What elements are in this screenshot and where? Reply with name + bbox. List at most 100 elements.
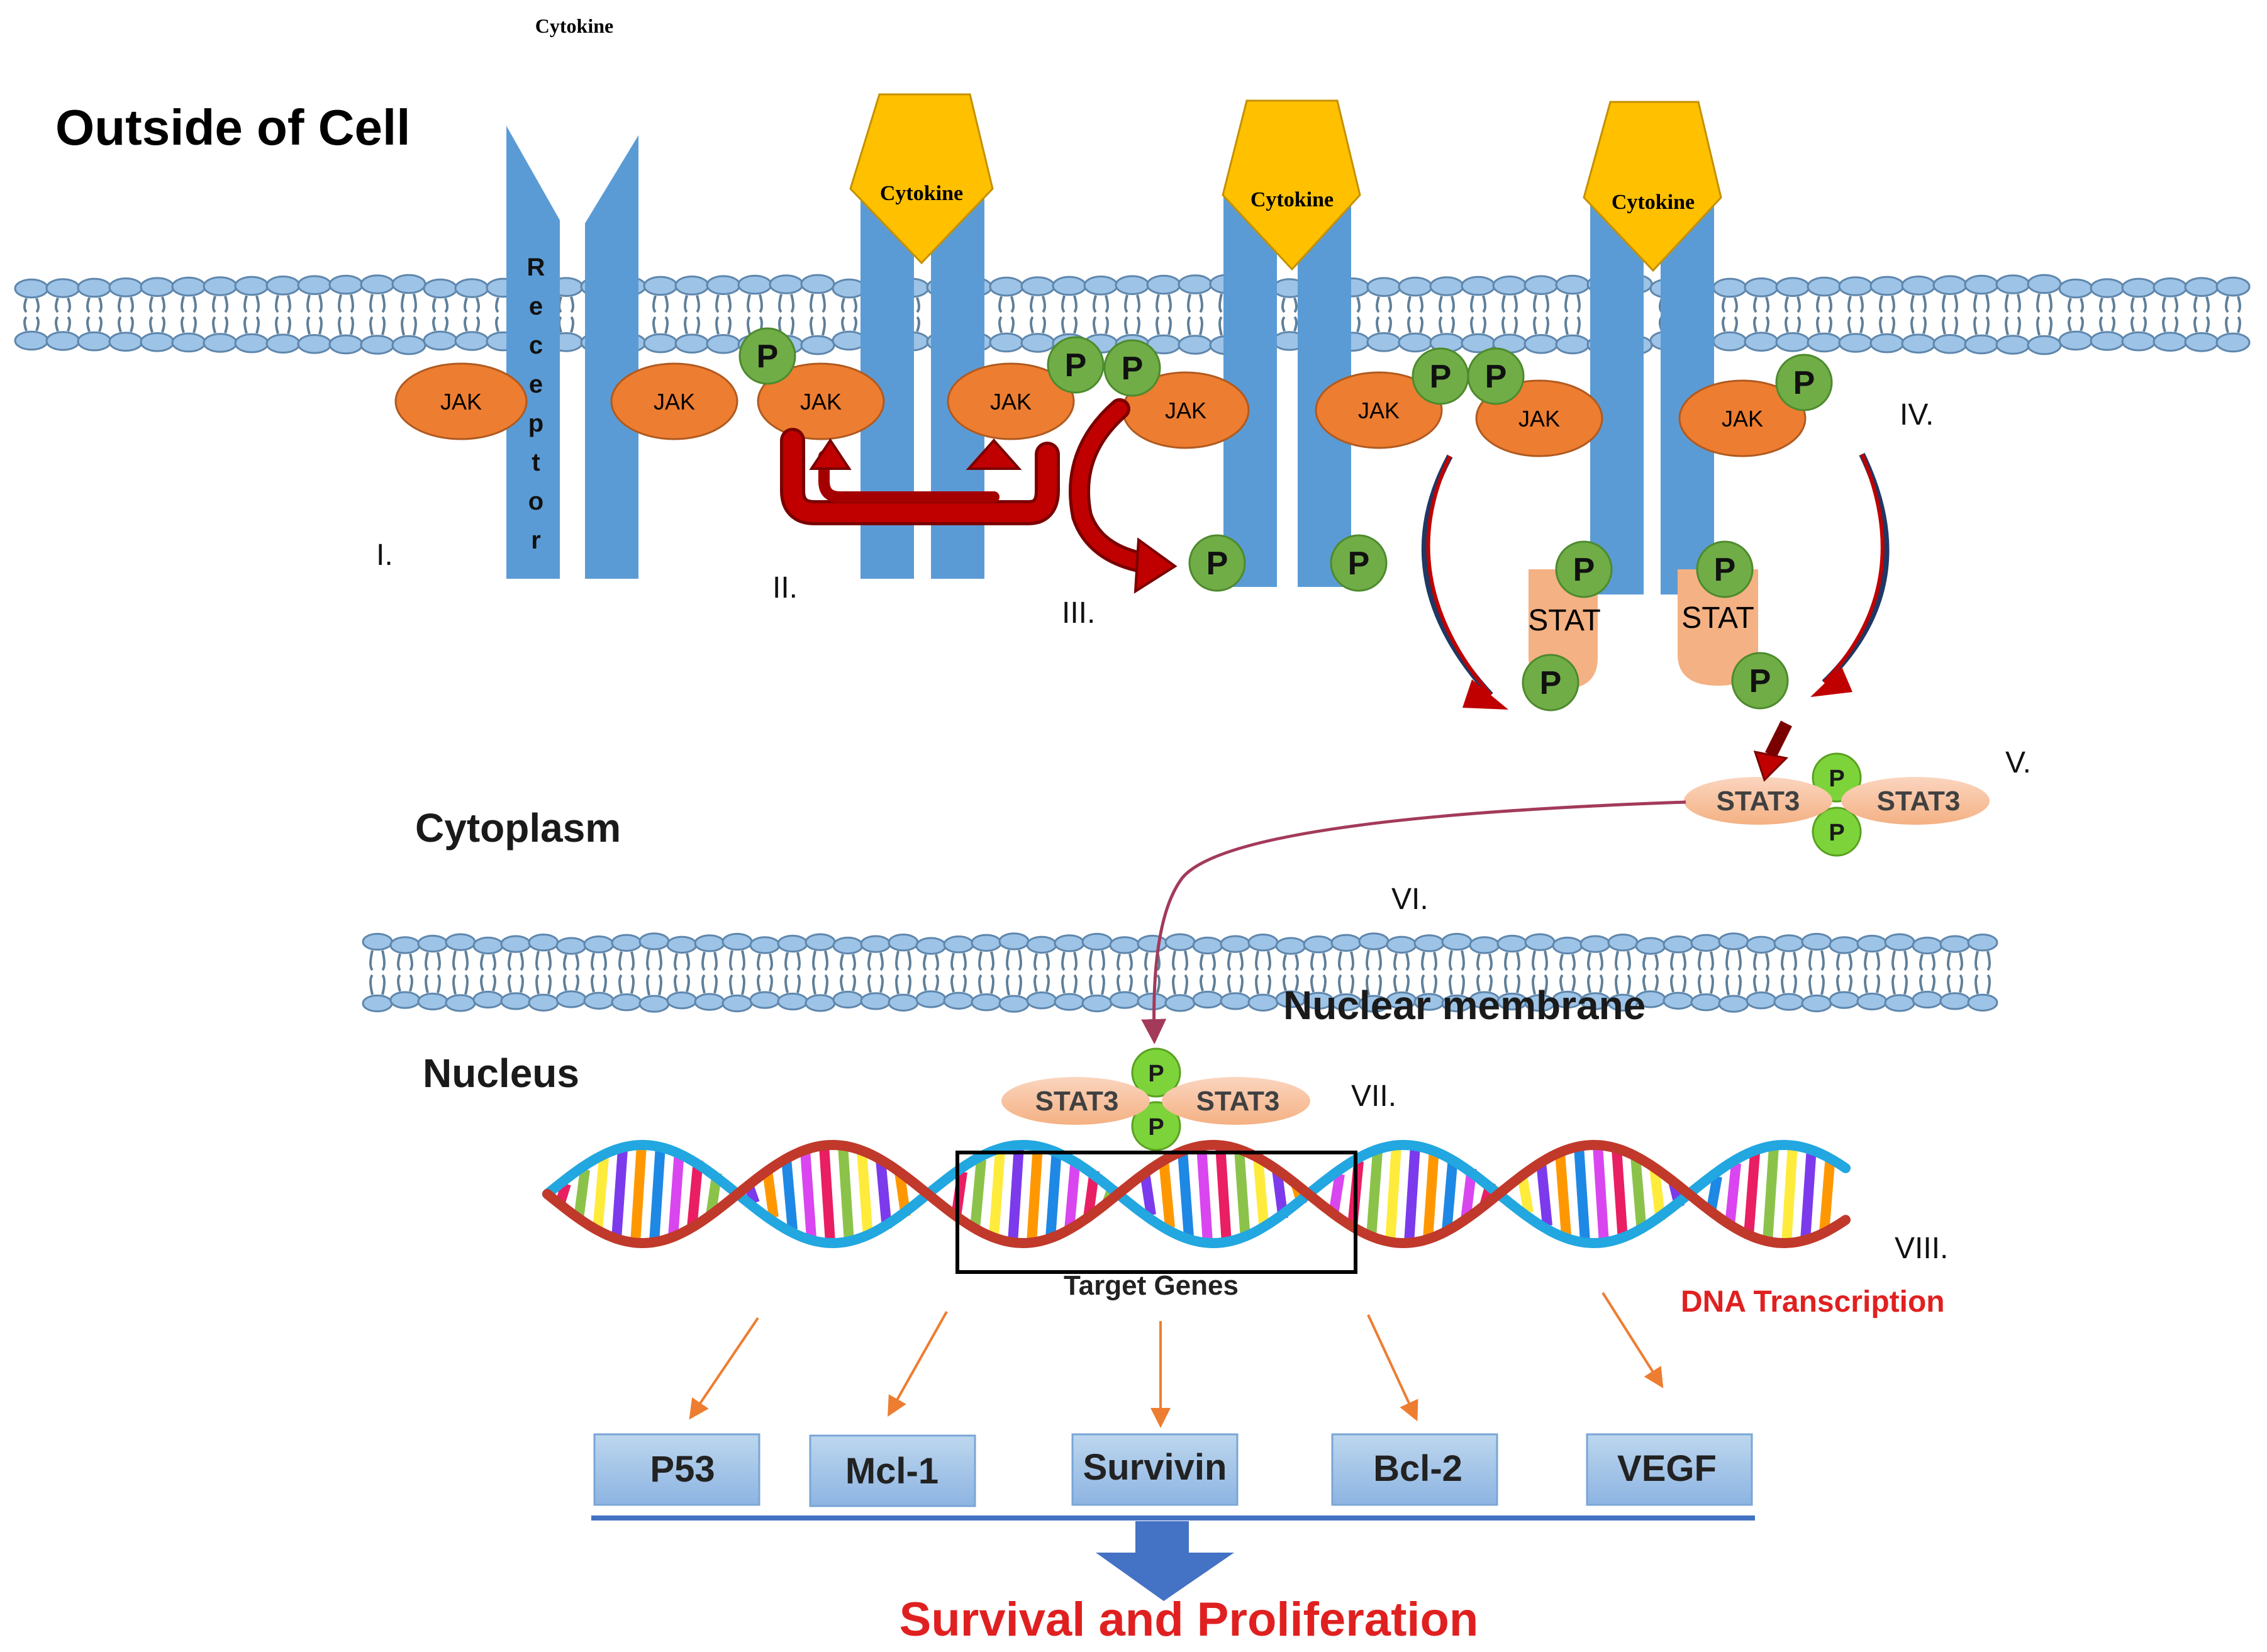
lipid-head (860, 992, 891, 1010)
lipid-tail (1919, 954, 1936, 971)
lipid-tail (558, 296, 574, 313)
lipid-tail (2005, 294, 2021, 313)
lipid-tail (1187, 316, 1203, 335)
lipid-tail (895, 951, 911, 971)
phosphate-label: P (1573, 552, 1595, 588)
base-pair (1593, 1144, 1609, 1244)
lipid-head (1496, 934, 1528, 953)
lipid-head (203, 276, 238, 296)
lipid-head (1801, 932, 1832, 951)
lipid-head (1552, 936, 1583, 955)
base-pair (1140, 1172, 1156, 1216)
lipid-head (203, 333, 238, 353)
lipid-tail (2193, 296, 2210, 313)
dna-transcription-label: DNA Transcription (1681, 1285, 1945, 1319)
lipid-head (694, 993, 725, 1011)
lipid-tail (1366, 949, 1382, 971)
lipid-head (971, 934, 1002, 952)
lipid-tail (950, 974, 967, 993)
svg-text:Survivin: Survivin (1083, 1447, 1227, 1488)
lipid-tail (1255, 974, 1271, 995)
lipid-head (1247, 993, 1279, 1012)
lipid-head (888, 934, 919, 952)
lipid-head (1330, 934, 1362, 952)
lipid-head (1807, 276, 1842, 297)
lipid-tail (1283, 974, 1299, 991)
lipid-head (1358, 932, 1390, 951)
lipid-head (1829, 991, 1860, 1009)
lipid-tail (1753, 953, 1769, 971)
lipid-head (389, 936, 421, 954)
lipid-head (2121, 277, 2156, 298)
dimerization-arrow (1753, 720, 1792, 782)
lipid-head (1109, 991, 1140, 1009)
lipid-tail (401, 316, 417, 336)
lipid-tail (1975, 951, 1991, 971)
stat-phosphorylation-arrows (1422, 452, 1890, 710)
lipid-tail (841, 298, 857, 313)
lipid-head (171, 276, 206, 297)
step-label: IV. (1900, 398, 1934, 432)
lipid-tail (2005, 316, 2021, 335)
lipid-head (391, 335, 426, 355)
lipid-head (417, 992, 448, 1011)
gene-box-bcl-2: Bcl-2 (1331, 1433, 1498, 1506)
lipid-tail (1476, 953, 1493, 971)
lipid-tail (1117, 953, 1133, 971)
lipid-tail (998, 296, 1015, 313)
lipid-head (77, 331, 112, 352)
lipid-tail (652, 316, 669, 334)
lipid-tail (1808, 950, 1825, 971)
lipid-head (1856, 934, 1888, 953)
step-label: VII. (1351, 1080, 1396, 1113)
lipid-tail (1172, 974, 1188, 995)
base-pair (1064, 1158, 1081, 1230)
lipid-tail (867, 952, 884, 971)
lipid-tail (1470, 316, 1486, 334)
svg-text:Mcl-1: Mcl-1 (845, 1451, 939, 1492)
lipid-tail (1061, 974, 1078, 994)
gene-box-survivin: Survivin (1071, 1433, 1239, 1506)
lipid-head (1901, 333, 1936, 354)
lipid-tail (1722, 297, 1738, 313)
lipid-head (998, 995, 1030, 1013)
lipid-tail (1172, 950, 1188, 971)
receptor-letter: p (528, 410, 543, 437)
lipid-tail (618, 974, 635, 994)
lipid-head (2121, 331, 2156, 352)
lipid-tail (1156, 294, 1172, 313)
dna-double-helix (542, 1139, 1851, 1249)
stat3-dimer-nucleus: STAT3 STAT3 (1001, 1077, 1310, 1125)
lipid-tail (2036, 316, 2053, 336)
lipid-tail (757, 953, 773, 971)
phosphate-label: P (1749, 663, 1771, 700)
lipid-head (1775, 277, 1810, 298)
lipid-tail (1393, 974, 1410, 992)
lipid-head (2090, 331, 2125, 351)
lipid-tail (1093, 316, 1109, 335)
lipid-tail (1698, 951, 1714, 971)
lipid-head (500, 935, 532, 953)
lipid-head (737, 274, 772, 295)
lipid-head (1995, 335, 2030, 355)
lipid-tail (1476, 974, 1493, 992)
lipid-tail (1407, 296, 1423, 313)
lipid-head (721, 932, 753, 951)
lipid-tail (1891, 950, 1908, 971)
lipid-head (1220, 992, 1251, 1010)
lipid-head (265, 276, 301, 296)
lipid-head (989, 332, 1024, 353)
lipid-head (805, 933, 836, 951)
lipid-head (1413, 934, 1445, 952)
lipid-head (989, 276, 1024, 297)
nuclear-translocation-arrow (1141, 800, 1686, 1044)
phosphate-group (738, 327, 796, 385)
lipid-tail (369, 974, 386, 995)
lipid-tail (480, 974, 496, 991)
svg-text:STAT: STAT (1528, 604, 1601, 637)
receptor-letter: R (527, 254, 545, 281)
base-pair (1536, 1161, 1552, 1227)
lipid-tail (1376, 316, 1392, 333)
svg-text:Bcl-2: Bcl-2 (1373, 1448, 1462, 1489)
lipid-tail (1725, 974, 1742, 996)
